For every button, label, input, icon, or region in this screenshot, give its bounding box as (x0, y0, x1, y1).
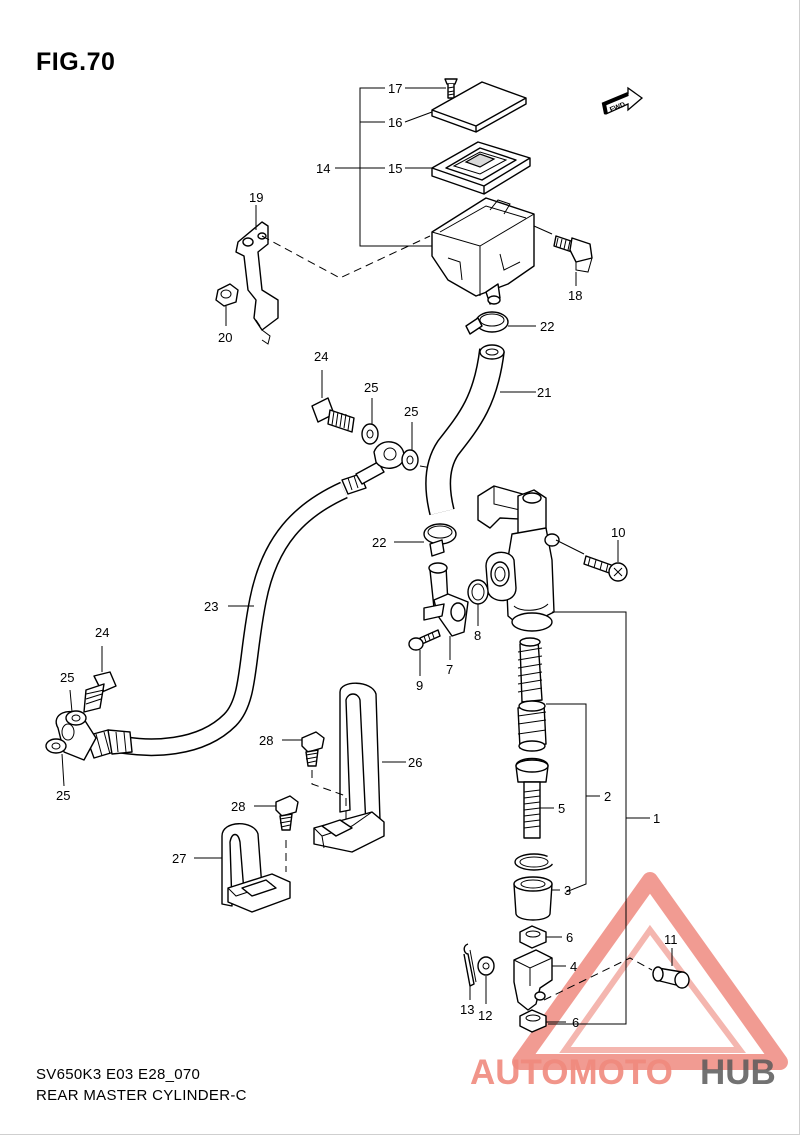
callout-19: 19 (249, 190, 263, 205)
part-25-washer-d (45, 738, 67, 787)
callout-28b: 28 (231, 799, 245, 814)
part-22-clamp-lower (394, 523, 457, 557)
callout-9: 9 (416, 678, 423, 693)
callout-1: 1 (653, 811, 660, 826)
part-25-washer-c (65, 689, 87, 726)
callout-28: 28 (259, 733, 273, 748)
figure-code: SV650K3 E03 E28_070 (36, 1066, 201, 1083)
part-6-nut-upper (519, 925, 562, 949)
part-28-bolt-a (282, 731, 347, 820)
callout-22: 22 (540, 319, 554, 334)
part-17-screw (444, 78, 458, 99)
part-14-reservoir (431, 197, 535, 305)
part-13-cotter-pin (463, 943, 477, 1000)
part-10-bolt (555, 539, 628, 582)
part-28-bolt-b (254, 795, 299, 872)
callout-8: 8 (474, 628, 481, 643)
part-16-cap (431, 81, 527, 133)
part-27-guard (194, 823, 291, 913)
callout-20: 20 (218, 330, 232, 345)
callout-11: 11 (664, 932, 678, 947)
part-1-master-cylinder (477, 485, 650, 1025)
callout-27: 27 (172, 851, 186, 866)
callout-12: 12 (478, 1008, 492, 1023)
callout-24b: 24 (95, 625, 109, 640)
part-15-diaphragm (431, 141, 531, 195)
callout-25d: 25 (56, 788, 70, 803)
part-23-brake-hose (55, 441, 405, 761)
callout-14: 14 (316, 161, 330, 176)
callout-2: 2 (604, 789, 611, 804)
callout-7: 7 (446, 662, 453, 677)
part-26-guard (313, 682, 406, 853)
part-22-clamp-top (465, 311, 536, 335)
callout-6b: 6 (572, 1015, 579, 1030)
part-4-clevis (513, 949, 566, 1011)
part-9-screw (408, 629, 441, 676)
callout-10: 10 (611, 525, 625, 540)
part-piston (517, 700, 600, 893)
callout-24: 24 (314, 349, 328, 364)
part-18-bolt (533, 225, 593, 286)
figure-name: REAR MASTER CYLINDER-C (36, 1087, 247, 1104)
part-circlip (514, 853, 558, 871)
fwd-arrow-icon: FWD (601, 86, 644, 115)
part-spring (517, 637, 543, 703)
part-20-nut (215, 283, 239, 326)
callout-13: 13 (460, 1002, 474, 1017)
callout-3: 3 (564, 883, 571, 898)
part-21-hose (425, 344, 536, 516)
callout-22b: 22 (372, 535, 386, 550)
part-6-nut-lower (519, 1009, 566, 1033)
part-12-washer (477, 956, 495, 1004)
part-24-bolt-top (311, 370, 355, 433)
part-3-boot (513, 876, 560, 921)
callout-25: 25 (364, 380, 378, 395)
callout-5: 5 (558, 801, 565, 816)
callout-21: 21 (537, 385, 551, 400)
part-25-washer-b (401, 422, 433, 471)
part-5-push-rod (515, 757, 554, 839)
watermark-text-secondary: HUB (700, 1053, 776, 1092)
callout-17: 17 (388, 81, 402, 96)
watermark-logo (512, 872, 788, 1070)
part-24-bolt-lower (83, 646, 117, 713)
part-25-washer-a (361, 398, 379, 445)
part-19-bracket (235, 205, 279, 345)
watermark-text-primary: AUTOMOTO (470, 1053, 673, 1092)
callout-15: 15 (388, 161, 402, 176)
figure-title: FIG.70 (36, 48, 116, 76)
part-8-o-ring (467, 579, 489, 626)
callout-4: 4 (570, 959, 577, 974)
part-7-fitting (423, 562, 469, 660)
callout-16: 16 (388, 115, 402, 130)
leader-19-dash (261, 235, 431, 279)
callout-18: 18 (568, 288, 582, 303)
part-11-pin (543, 948, 690, 1001)
callout-25b: 25 (404, 404, 418, 419)
callout-6: 6 (566, 930, 573, 945)
leader-14 (335, 87, 446, 247)
callout-23: 23 (204, 599, 218, 614)
callout-25c: 25 (60, 670, 74, 685)
callout-26: 26 (408, 755, 422, 770)
